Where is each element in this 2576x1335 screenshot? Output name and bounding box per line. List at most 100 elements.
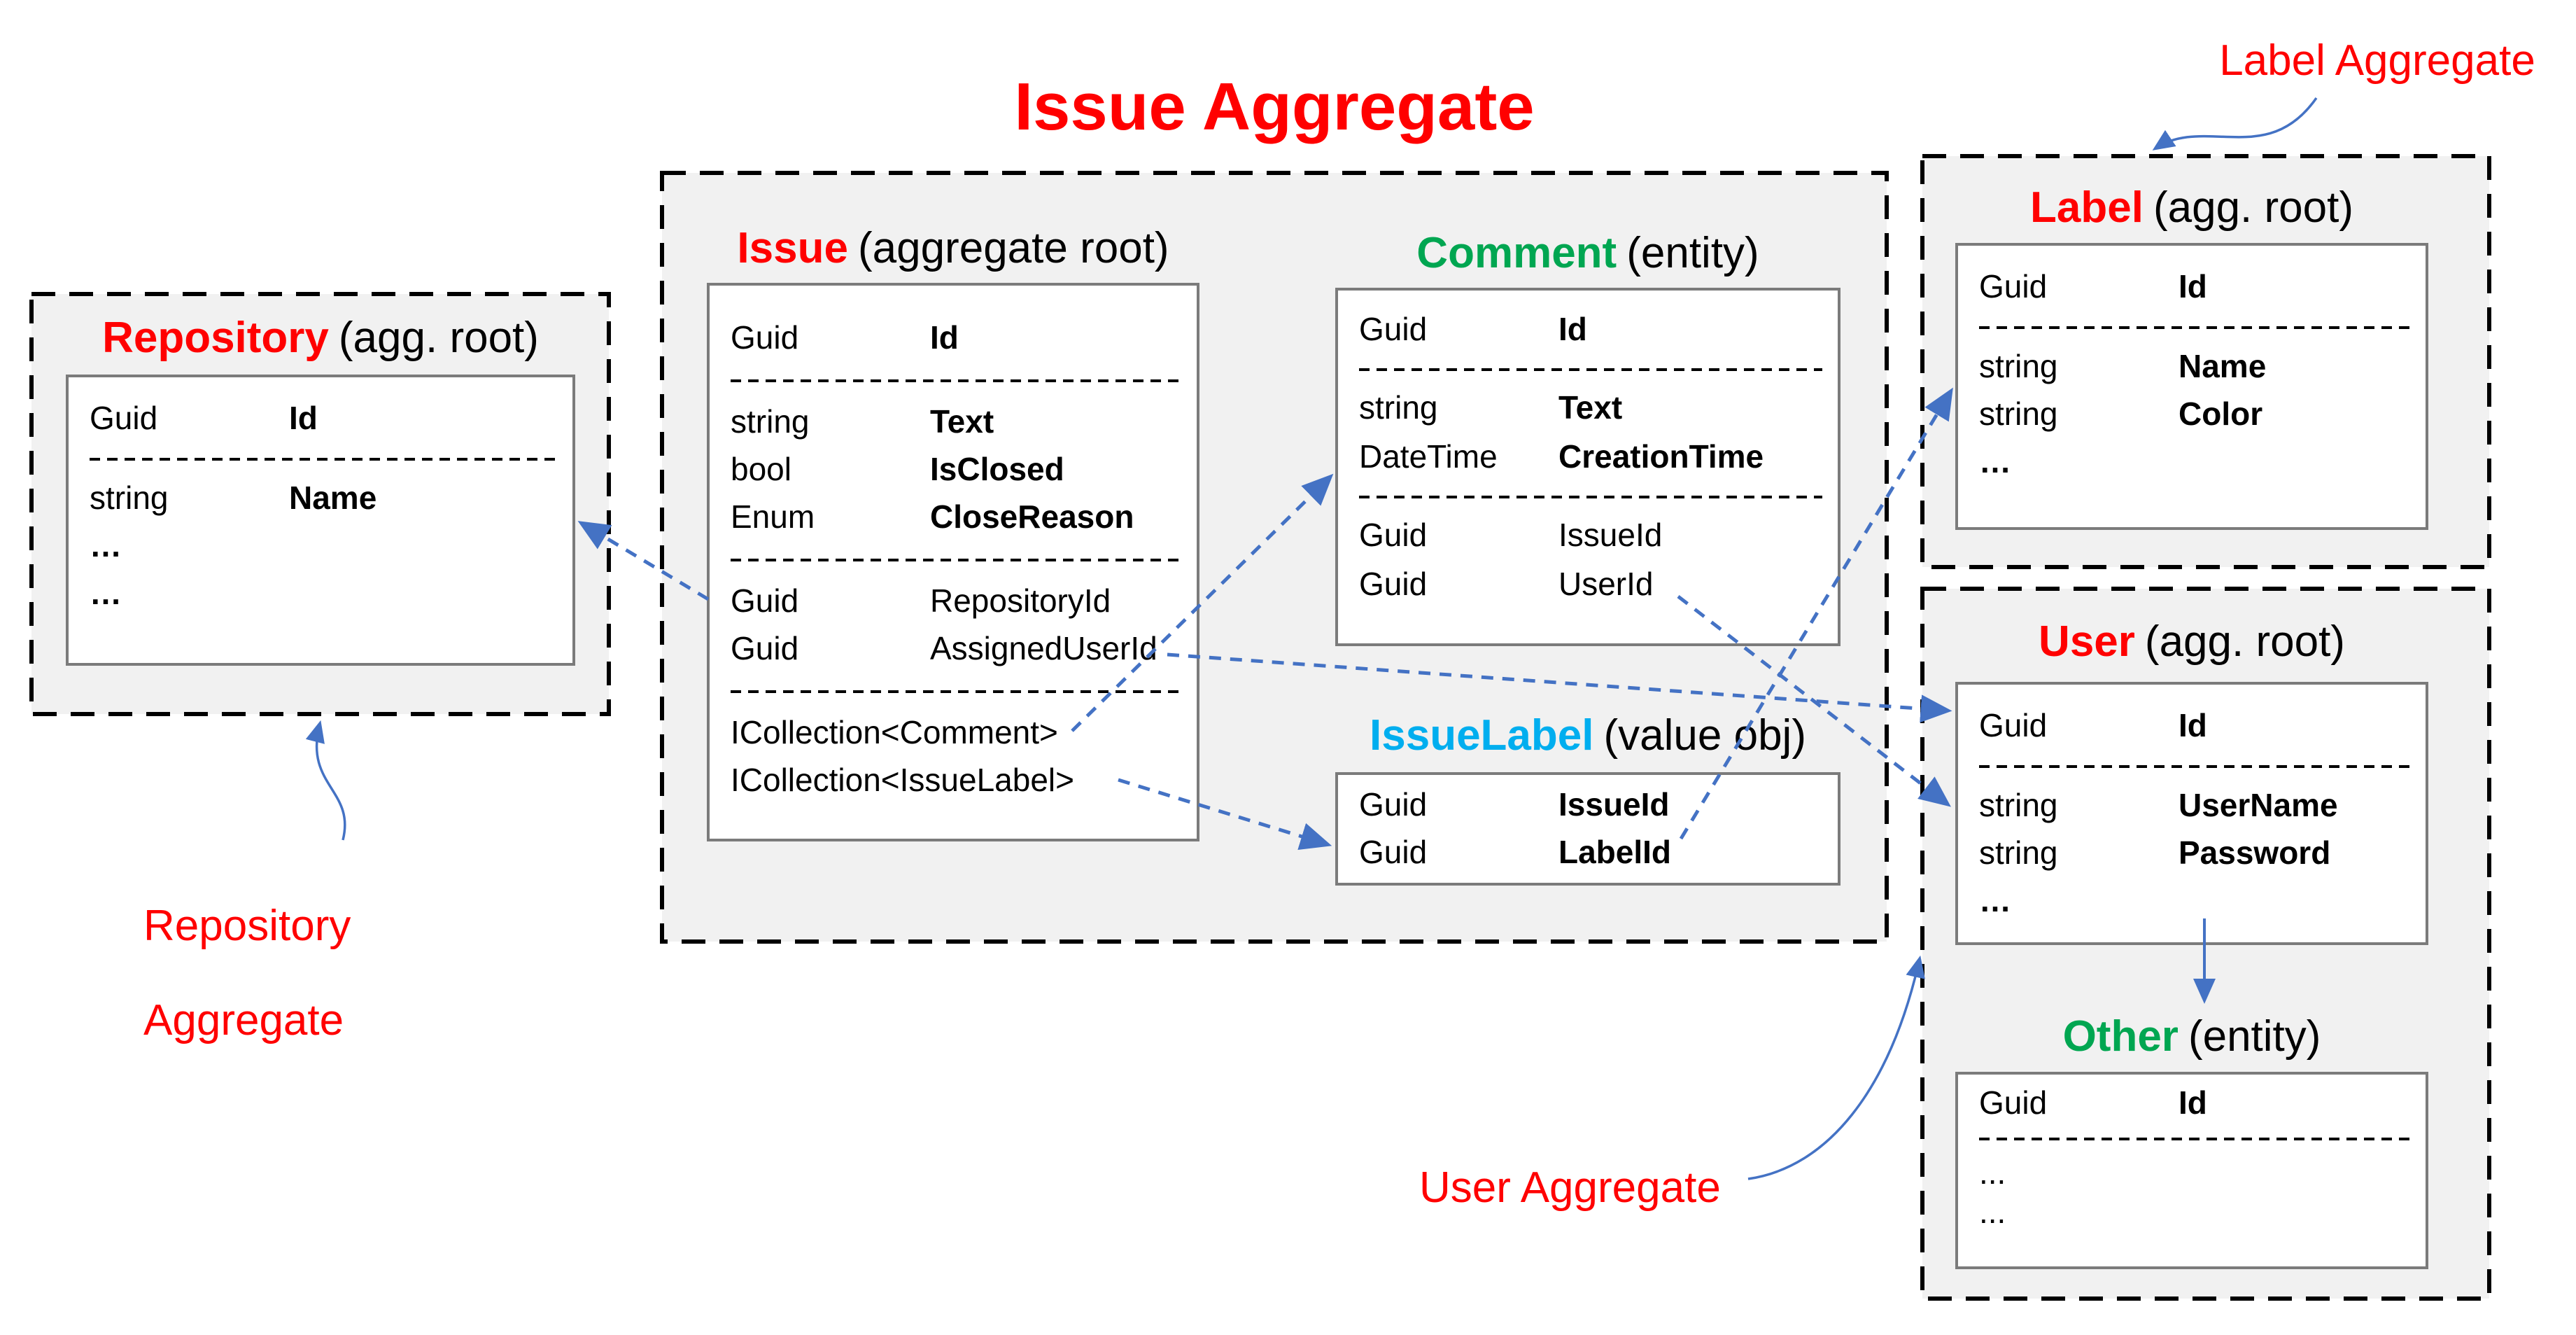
field-type: DateTime: [1359, 438, 1498, 475]
row-separator: [1359, 354, 1838, 383]
table-row: …: [1979, 882, 2011, 918]
field-type: string: [90, 480, 169, 516]
field-type: string: [1979, 834, 2058, 871]
table-row: …: [1979, 443, 2011, 480]
row-separator: [1979, 749, 2426, 781]
field-type: Guid: [1359, 517, 1428, 553]
field-type: Guid: [1359, 786, 1428, 823]
entity-name: Label: [2030, 183, 2144, 232]
table-row: Guid Id: [1979, 263, 2426, 310]
field-name: Text: [1558, 389, 1623, 426]
row-separator: [731, 540, 1197, 577]
entity-kind: (value obj): [1603, 711, 1806, 760]
field-name: AssignedUserId: [930, 630, 1157, 666]
field-name: Id: [2179, 707, 2207, 743]
field-type: string: [1979, 396, 2058, 432]
other-table: Guid Id......: [1955, 1072, 2428, 1269]
other-header: Other(entity): [1955, 1012, 2428, 1061]
row-separator: [90, 442, 572, 474]
issue-header: Issue(aggregate root): [707, 224, 1199, 273]
issuelabel-header: IssueLabel(value obj): [1335, 711, 1840, 760]
entity-name: User: [2039, 617, 2135, 666]
table-row: ...: [1979, 1154, 2006, 1191]
field-name: Id: [2179, 1084, 2207, 1121]
row-separator: [1979, 310, 2426, 342]
table-row: bool IsClosed: [731, 445, 1197, 493]
entity-name: Repository: [102, 314, 329, 362]
row-separator: [731, 361, 1197, 398]
table-row: Guid Id: [731, 314, 1197, 361]
repository-aggregate-note-line2: Aggregate: [143, 996, 344, 1044]
field-name: Text: [930, 403, 994, 440]
field-type: Guid: [1979, 1084, 2048, 1121]
field-type: string: [731, 403, 810, 440]
repository-header: Repository(agg. root): [66, 314, 575, 363]
row-separator: [1979, 1122, 2426, 1153]
field-type: string: [1359, 389, 1438, 426]
table-row: Guid IssueId: [1359, 781, 1838, 828]
table-row: ...: [1979, 1194, 2006, 1230]
field-name: Id: [1558, 311, 1587, 347]
field-type: Guid: [90, 400, 158, 436]
table-row: Guid Id: [1979, 1083, 2426, 1122]
field-type: bool: [731, 451, 791, 487]
table-row: string Text: [1359, 383, 1838, 432]
field-type: Guid: [1979, 268, 2048, 305]
field-type: Guid: [731, 582, 799, 619]
table-row: string Password: [1979, 829, 2426, 876]
field-name: CreationTime: [1558, 438, 1764, 475]
field-name: Name: [2179, 348, 2267, 384]
field-name: LabelId: [1558, 834, 1672, 870]
field-name: UserId: [1558, 566, 1654, 602]
table-row: string Text: [731, 398, 1197, 445]
repository-aggregate-note: Repository Aggregate: [143, 879, 444, 1068]
table-row: Guid IssueId: [1359, 510, 1838, 559]
table-row: …: [90, 527, 122, 564]
field-type: Guid: [731, 630, 799, 666]
entity-kind: (agg. root): [2153, 183, 2353, 232]
field-type: Guid: [1359, 566, 1428, 602]
field-name: IssueId: [1558, 786, 1670, 823]
field-type: Guid: [731, 319, 799, 356]
field-type: Guid: [1979, 707, 2048, 743]
field-name: CloseReason: [930, 498, 1134, 535]
table-row: ICollection<Comment>: [731, 714, 1058, 750]
table-row: Guid UserId: [1359, 559, 1838, 608]
table-row: Guid LabelId: [1359, 828, 1838, 876]
field-type: Enum: [731, 498, 815, 535]
entity-name: IssueLabel: [1370, 711, 1594, 760]
field-name: Id: [930, 319, 959, 356]
field-name: Password: [2179, 834, 2331, 871]
label-aggregate-note: Label Aggregate: [2219, 36, 2535, 85]
field-name: IssueId: [1558, 517, 1663, 553]
field-type: Guid: [1359, 834, 1428, 870]
table-row: …: [90, 575, 122, 611]
table-row: DateTime CreationTime: [1359, 432, 1838, 481]
field-name: UserName: [2179, 787, 2338, 823]
field-name: IsClosed: [930, 451, 1064, 487]
row-separator: [1359, 481, 1838, 510]
entity-kind: (entity): [2188, 1012, 2321, 1061]
field-name: Id: [2179, 268, 2207, 305]
table-row: Guid Id: [1359, 305, 1838, 354]
entity-name: Comment: [1416, 229, 1617, 277]
field-type: Guid: [1359, 311, 1428, 347]
repository-aggregate-note-line1: Repository: [143, 902, 351, 950]
entity-name: Issue: [737, 224, 848, 272]
entity-kind: (entity): [1626, 229, 1759, 277]
entity-kind: (agg. root): [2144, 617, 2345, 666]
table-row: Guid AssignedUserId: [731, 624, 1197, 672]
user-aggregate-note: User Aggregate: [1419, 1163, 1721, 1212]
field-type: string: [1979, 348, 2058, 384]
